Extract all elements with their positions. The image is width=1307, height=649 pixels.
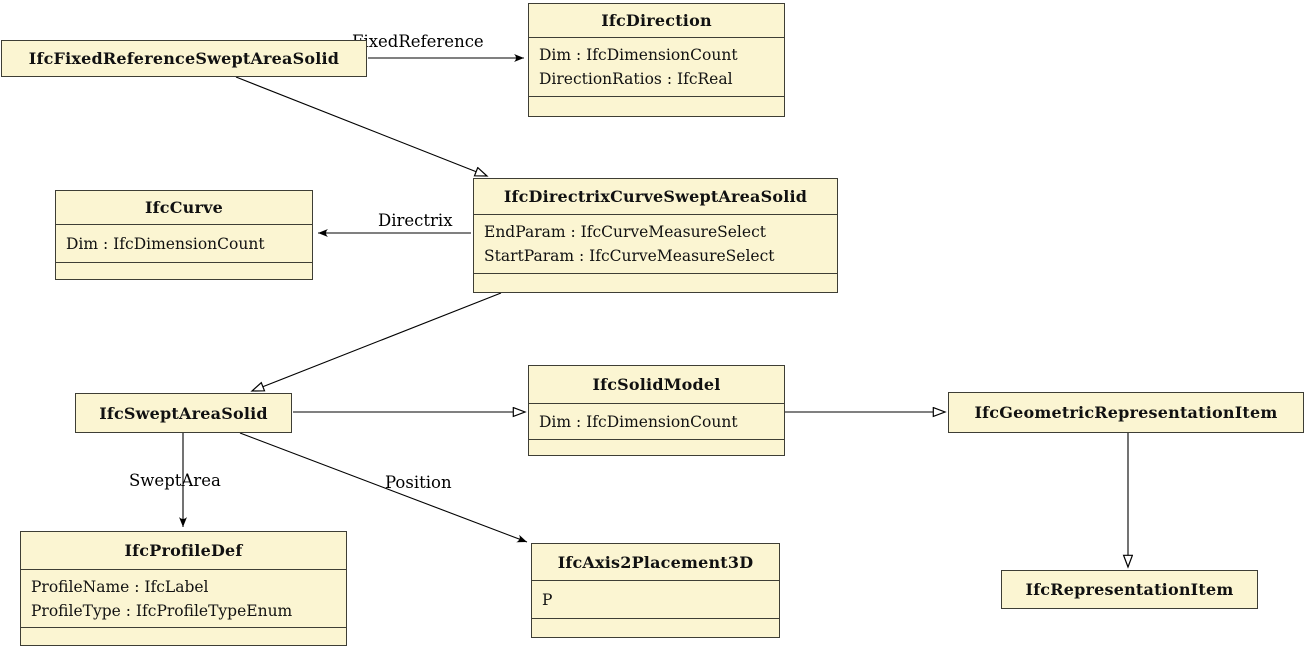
class-ifcgeometricrepresentationitem[interactable]: IfcGeometricRepresentationItem <box>948 392 1304 433</box>
class-title: IfcDirection <box>601 11 712 30</box>
class-empty-compartment <box>474 273 837 291</box>
class-attribute: EndParam : IfcCurveMeasureSelect <box>484 223 766 241</box>
class-title: IfcSweptAreaSolid <box>99 403 268 423</box>
edge-label-directrix: Directrix <box>378 211 453 230</box>
edge-generalization-directrixcurve-to-sweptarea <box>252 292 502 391</box>
class-empty-compartment <box>529 439 784 454</box>
class-title: IfcFixedReferenceSweptAreaSolid <box>28 49 340 68</box>
class-title: IfcSolidModel <box>592 375 721 394</box>
class-empty-compartment <box>529 96 784 115</box>
class-attributes: Dim : IfcDimensionCount DirectionRatios … <box>529 37 784 96</box>
class-ifcdirection[interactable]: IfcDirection Dim : IfcDimensionCount Dir… <box>528 3 785 117</box>
class-ifcsweptareasolid[interactable]: IfcSweptAreaSolid <box>75 393 292 433</box>
class-empty-compartment <box>532 618 779 636</box>
edge-association-position <box>239 432 528 543</box>
edge-generalization-fixedref-to-directrixcurve <box>235 76 487 176</box>
class-title: IfcAxis2Placement3D <box>557 552 754 572</box>
class-title: IfcProfileDef <box>124 541 243 560</box>
class-ifcdirectrixcurvesweptareasolid[interactable]: IfcDirectrixCurveSweptAreaSolid EndParam… <box>473 178 838 293</box>
class-empty-compartment <box>21 627 346 644</box>
class-attribute: Dim : IfcDimensionCount <box>539 46 738 64</box>
class-attribute: StartParam : IfcCurveMeasureSelect <box>484 247 775 265</box>
class-attributes: Dim : IfcDimensionCount <box>56 224 312 262</box>
class-ifcaxis2placement3d[interactable]: IfcAxis2Placement3D P <box>531 543 780 638</box>
class-empty-compartment <box>56 262 312 278</box>
class-title: IfcGeometricRepresentationItem <box>974 403 1278 422</box>
edge-label-sweptarea: SweptArea <box>129 471 221 490</box>
class-title: IfcDirectrixCurveSweptAreaSolid <box>503 187 808 206</box>
class-attributes: ProfileName : IfcLabel ProfileType : Ifc… <box>21 569 346 627</box>
edge-label-position: Position <box>385 473 452 492</box>
class-ifcprofiledef[interactable]: IfcProfileDef ProfileName : IfcLabel Pro… <box>20 531 347 646</box>
class-ifccurve[interactable]: IfcCurve Dim : IfcDimensionCount <box>55 190 313 280</box>
class-attribute: P <box>542 590 553 609</box>
class-ifcsolidmodel[interactable]: IfcSolidModel Dim : IfcDimensionCount <box>528 365 785 456</box>
class-attribute: ProfileName : IfcLabel <box>31 577 209 596</box>
class-attribute: DirectionRatios : IfcReal <box>539 70 733 88</box>
class-title: IfcRepresentationItem <box>1025 580 1234 599</box>
class-attributes: Dim : IfcDimensionCount <box>529 403 784 439</box>
class-title: IfcCurve <box>145 198 223 217</box>
class-attribute: ProfileType : IfcProfileTypeEnum <box>31 601 293 620</box>
class-attributes: EndParam : IfcCurveMeasureSelect StartPa… <box>474 214 837 273</box>
class-attribute: Dim : IfcDimensionCount <box>66 234 265 253</box>
class-ifcfixedreferencesweptareasolid[interactable]: IfcFixedReferenceSweptAreaSolid <box>1 40 367 77</box>
class-attribute: Dim : IfcDimensionCount <box>539 412 738 431</box>
class-attributes: P <box>532 580 779 618</box>
class-ifcrepresentationitem[interactable]: IfcRepresentationItem <box>1001 570 1258 609</box>
edge-label-fixedreference: FixedReference <box>352 32 484 51</box>
